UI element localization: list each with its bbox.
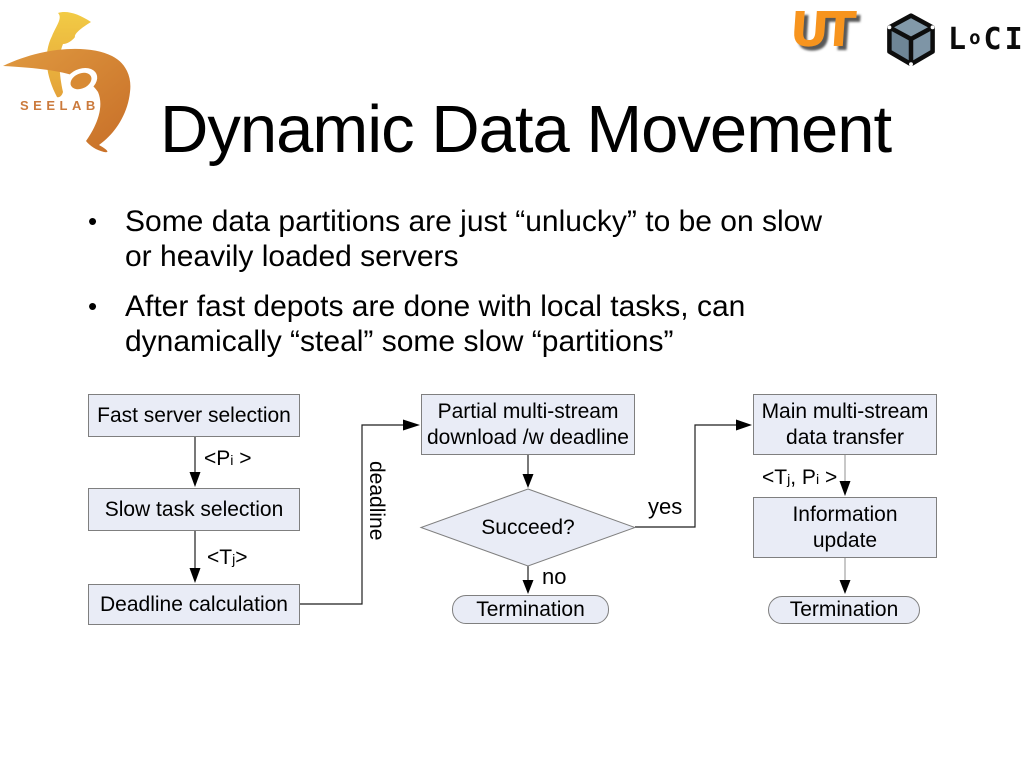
node-termination-right: Termination <box>768 596 920 624</box>
bullet-line: After fast depots are done with local ta… <box>125 290 746 323</box>
edge-label-pi: <Pi > <box>204 447 252 471</box>
bullet-list: • Some data partitions are just “unlucky… <box>88 204 822 374</box>
page-title: Dynamic Data Movement <box>160 92 892 167</box>
label-subscript: j <box>232 552 236 568</box>
node-label-line: Partial multi-stream <box>437 399 619 423</box>
bird-eye-pupil <box>70 72 92 90</box>
label-subscript: j <box>787 472 791 488</box>
bird-swoosh-orange <box>3 48 131 153</box>
node-deadline-calculation: Deadline calculation <box>88 584 300 625</box>
bullet-marker: • <box>88 291 98 321</box>
bullet-marker: • <box>88 206 98 236</box>
edge-label-tj-pi: <Tj, Pi > <box>762 466 837 490</box>
bird-neck-yellow <box>46 12 91 98</box>
cube-dot <box>930 25 935 30</box>
bullet-line: Some data partitions are just “unlucky” … <box>125 205 823 238</box>
arrowhead <box>403 419 420 431</box>
arrowhead <box>189 568 201 583</box>
label-part: > <box>235 546 248 569</box>
arrowhead <box>522 474 534 488</box>
node-label-line: Main multi-stream <box>761 399 929 423</box>
node-label: Fast server selection <box>97 403 291 427</box>
label-part: <T <box>762 466 788 489</box>
bullet-text: Some data partitions are just “unlucky” … <box>125 204 822 274</box>
edge-label-yes: yes <box>648 494 683 519</box>
node-label: Termination <box>789 598 899 622</box>
bullet-text: After fast depots are done with local ta… <box>125 289 745 359</box>
node-label: Termination <box>476 597 585 621</box>
loci-letter: CI <box>983 22 1024 57</box>
node-slow-task-selection: Slow task selection <box>88 488 300 531</box>
bullet-line: or heavily loaded servers <box>125 240 459 273</box>
node-label-line: Information <box>792 502 898 526</box>
loci-letter: L <box>948 22 970 57</box>
loci-letter-o: o <box>969 27 984 49</box>
label-subscript: i <box>815 472 820 488</box>
label-part: <P <box>204 447 231 470</box>
arrowhead <box>522 580 534 594</box>
edge-label-tj: <Tj> <box>207 546 248 570</box>
node-label-line: download /w deadline <box>427 425 629 449</box>
bullet-item-2: • After fast depots are done with local … <box>88 289 822 359</box>
arrowhead <box>736 419 752 431</box>
seelab-logo-text: SEELAB <box>20 98 100 113</box>
node-information-update: Information update <box>753 497 937 558</box>
label-part: <T <box>207 546 233 569</box>
arrowhead <box>189 472 201 487</box>
node-label: Deadline calculation <box>100 592 288 616</box>
node-termination-middle: Termination <box>452 595 609 624</box>
arrowhead <box>839 580 851 594</box>
node-label: Slow task selection <box>104 497 284 521</box>
node-main-multistream-transfer: Main multi-stream data transfer <box>753 394 937 455</box>
node-fast-server-selection: Fast server selection <box>88 394 300 437</box>
node-label-line: update <box>812 528 878 552</box>
cube-dot <box>887 25 892 30</box>
node-label-line: data transfer <box>786 425 904 449</box>
edge-label-no: no <box>542 564 567 589</box>
cube-dot <box>909 62 913 66</box>
loci-cube-icon <box>887 13 935 66</box>
decision-succeed-label: Succeed? <box>481 515 575 539</box>
label-subscript: i <box>230 453 234 469</box>
arrowhead <box>839 481 851 496</box>
edge-label-deadline: deadline <box>365 461 388 541</box>
label-part: > <box>233 447 252 470</box>
label-part: > <box>819 466 838 489</box>
loci-logo-text: LoCI <box>948 22 1024 57</box>
node-partial-multistream-download: Partial multi-stream download /w deadlin… <box>421 394 635 455</box>
bullet-line: dynamically “steal” some slow “partition… <box>125 325 674 358</box>
ut-logo: UT <box>788 2 852 58</box>
label-part: , P <box>790 466 816 489</box>
seelab-bird-icon <box>3 12 131 153</box>
bullet-item-1: • Some data partitions are just “unlucky… <box>88 204 822 274</box>
